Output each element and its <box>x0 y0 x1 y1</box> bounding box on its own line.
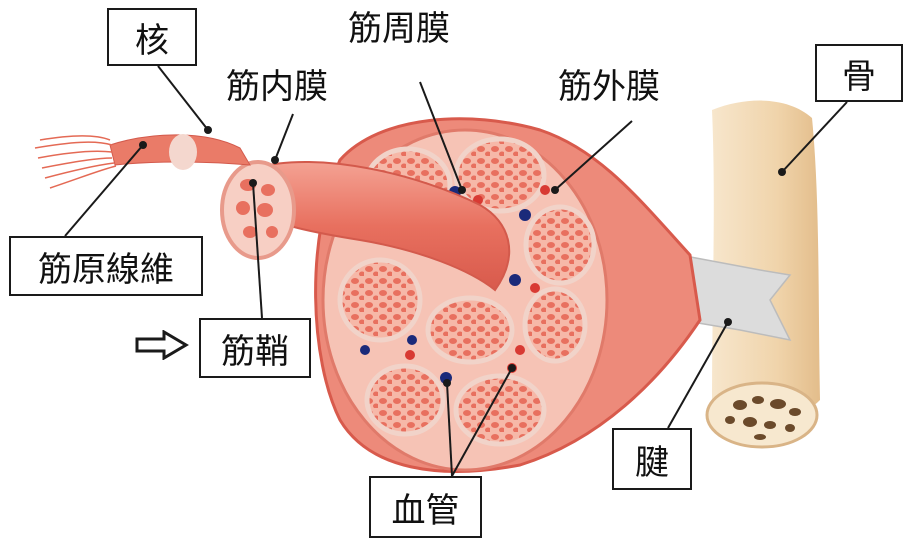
label-nucleus: 核 <box>107 8 197 66</box>
fiber-end-myofibrils <box>236 179 278 238</box>
myofibril-filaments <box>34 135 117 189</box>
bone-pores <box>725 396 801 440</box>
myofibril-end <box>169 134 197 170</box>
leader-lines <box>64 65 848 477</box>
label-tendon: 腱 <box>612 428 692 490</box>
bone-shaft <box>712 100 820 424</box>
label-epimysium: 筋外膜 <box>558 67 660 107</box>
muscle-fiber <box>253 160 511 292</box>
label-blood-vessel: 血管 <box>369 476 482 538</box>
leader-dots <box>139 126 786 387</box>
label-perimysium: 筋周膜 <box>348 9 450 49</box>
label-myofibril: 筋原線維 <box>9 236 203 296</box>
label-sarcolemma: 筋鞘 <box>199 318 311 378</box>
arrow-right-outline-icon <box>135 330 189 360</box>
label-endomysium: 筋内膜 <box>226 67 328 107</box>
label-bone: 骨 <box>815 44 903 102</box>
